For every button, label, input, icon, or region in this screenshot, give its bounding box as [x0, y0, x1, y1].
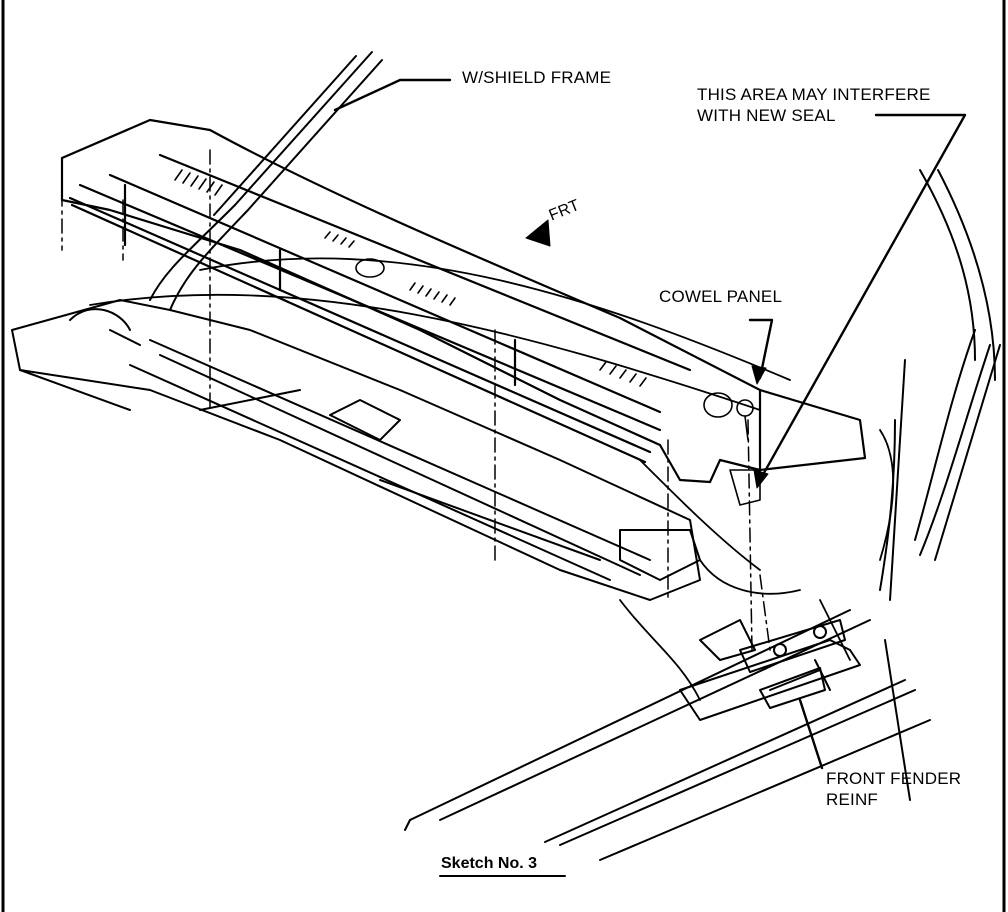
interference-label-line2: WITH NEW SEAL	[697, 106, 836, 125]
leader-arrowheads	[751, 365, 769, 489]
sketch-caption: Sketch No. 3	[441, 855, 538, 872]
alignment-center-lines	[61, 149, 771, 651]
windshield-frame-label: W/SHIELD FRAME	[462, 68, 612, 87]
interference-leader	[758, 113, 967, 482]
fender-reinf-label-line2: REINF	[826, 790, 878, 809]
fender-reinf-leader	[798, 698, 824, 770]
cowel-panel-label: COWEL PANEL	[659, 287, 783, 306]
cowel-panel-arrowhead	[751, 365, 767, 385]
front-direction-arrow-icon	[525, 219, 551, 247]
cowel-panel-hatching	[174, 169, 761, 506]
windshield-frame-lines	[149, 51, 383, 311]
callout-leaders	[333, 78, 967, 770]
fender-reinf-label-line1: FRONT FENDER	[826, 769, 962, 788]
fender-lines	[404, 609, 931, 861]
interference-label-line1: THIS AREA MAY INTERFERE	[697, 85, 931, 104]
inner-structure-lines	[89, 257, 895, 701]
fender-reinforcement	[739, 619, 846, 709]
cowel-panel-leader	[748, 318, 774, 380]
interference-arrowhead	[753, 469, 769, 489]
windshield-frame-leader	[333, 78, 452, 112]
cowel-panel-shape	[60, 118, 867, 484]
body-side-panel-lines	[879, 169, 1001, 801]
plenum-assembly	[11, 299, 701, 601]
